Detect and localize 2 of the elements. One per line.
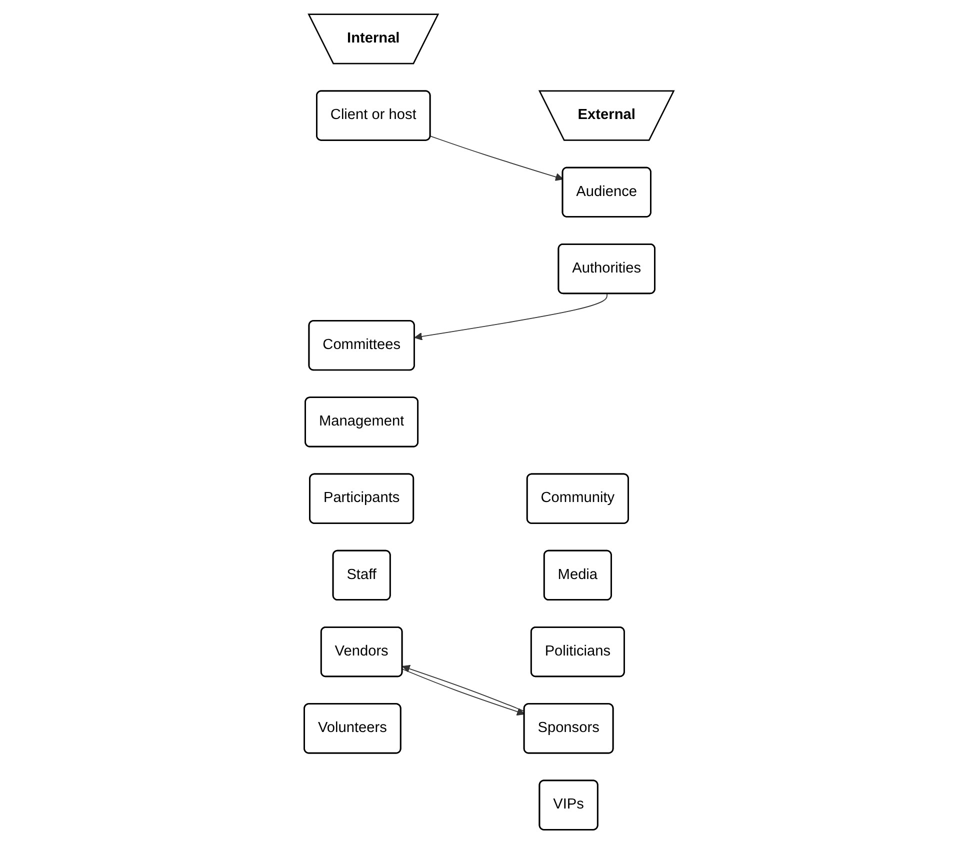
arrow xyxy=(414,293,608,340)
arrow xyxy=(430,136,564,181)
